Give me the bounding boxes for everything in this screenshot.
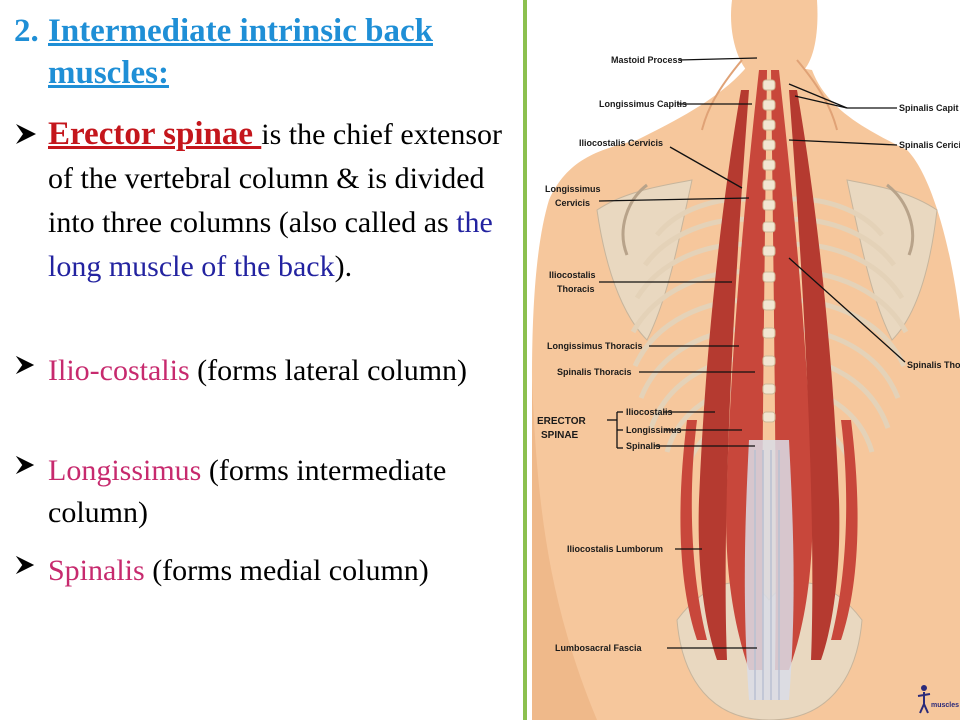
- label-longissimus-cervicis-1: Longissimus: [545, 184, 601, 194]
- main-bullet-text-1: is the chief extensor of the vertebral c…: [48, 118, 503, 239]
- label-lumbosacral-fascia: Lumbosacral Fascia: [555, 643, 642, 653]
- sub-bullet-text: Longissimus (forms intermediate column): [48, 450, 528, 534]
- sub-bullet-text: Ilio-costalis (forms lateral column): [48, 350, 528, 392]
- arrow-bullet-icon: [14, 454, 38, 478]
- heading-text: Intermediate intrinsic back muscles:: [48, 13, 433, 91]
- label-erector-2: SPINAE: [541, 430, 579, 441]
- sub-bullet-text: Spinalis (forms medial column): [48, 550, 528, 592]
- logo-text: muscles: [931, 702, 960, 709]
- term-longissimus: Longissimus: [48, 454, 202, 487]
- back-anatomy-drawing: [532, 0, 960, 720]
- label-spinalis-cervicis: Spinalis Cerici: [899, 140, 960, 150]
- label-iliocostalis-thoracis-2: Thoracis: [557, 284, 595, 294]
- label-spinalis-thoracis-left: Spinalis Thoracis: [557, 367, 632, 377]
- sub-bullet-desc: (forms medial column): [144, 554, 429, 587]
- term-iliocostalis: Ilio-costalis: [48, 354, 190, 387]
- term-spinalis: Spinalis: [48, 554, 145, 587]
- main-bullet-text: Erector spinae is the chief extensor of …: [48, 112, 528, 289]
- label-iliocostalis-lumborum: Iliocostalis Lumborum: [567, 544, 664, 554]
- heading-number: 2.: [14, 13, 39, 49]
- label-es-spinalis: Spinalis: [626, 441, 661, 451]
- label-longissimus-capitis: Longissimus Capitis: [599, 99, 688, 109]
- arrow-bullet-icon: [14, 554, 38, 578]
- label-iliocostalis-cervicis: Iliocostalis Cervicis: [579, 138, 664, 148]
- muscles-logo: muscles: [917, 684, 960, 718]
- arrow-bullet-icon: [14, 354, 38, 378]
- sub-bullet-desc: (forms intermediate column): [48, 454, 447, 529]
- label-es-iliocostalis: Iliocostalis: [626, 407, 673, 417]
- label-es-longissimus: Longissimus: [626, 425, 682, 435]
- label-mastoid-process: Mastoid Process: [611, 55, 683, 65]
- green-divider: [523, 0, 527, 720]
- stick-figure-icon: [917, 685, 931, 714]
- label-longissimus-cervicis-2: Cervicis: [555, 198, 591, 208]
- label-longissimus-thoracis: Longissimus Thoracis: [547, 341, 643, 351]
- main-bullet-text-2: ).: [334, 250, 353, 283]
- main-bullet-highlight: the long muscle of the back: [48, 206, 493, 283]
- arrow-bullet-icon: [14, 122, 38, 146]
- back-muscles-illustration: Mastoid Process Longissimus Capitis Ilio…: [527, 0, 960, 720]
- term-erector-spinae: Erector spinae: [48, 116, 262, 152]
- label-spinalis-thoracis-right: Spinalis Tho: [907, 360, 960, 370]
- label-iliocostalis-thoracis-1: Iliocostalis: [549, 270, 596, 280]
- text-column: 2. Intermediate intrinsic back muscles: …: [14, 13, 502, 587]
- sub-bullet-desc: (forms lateral column): [189, 354, 468, 387]
- label-erector-1: ERECTOR: [537, 416, 586, 427]
- label-spinalis-capitis: Spinalis Capit: [899, 103, 959, 113]
